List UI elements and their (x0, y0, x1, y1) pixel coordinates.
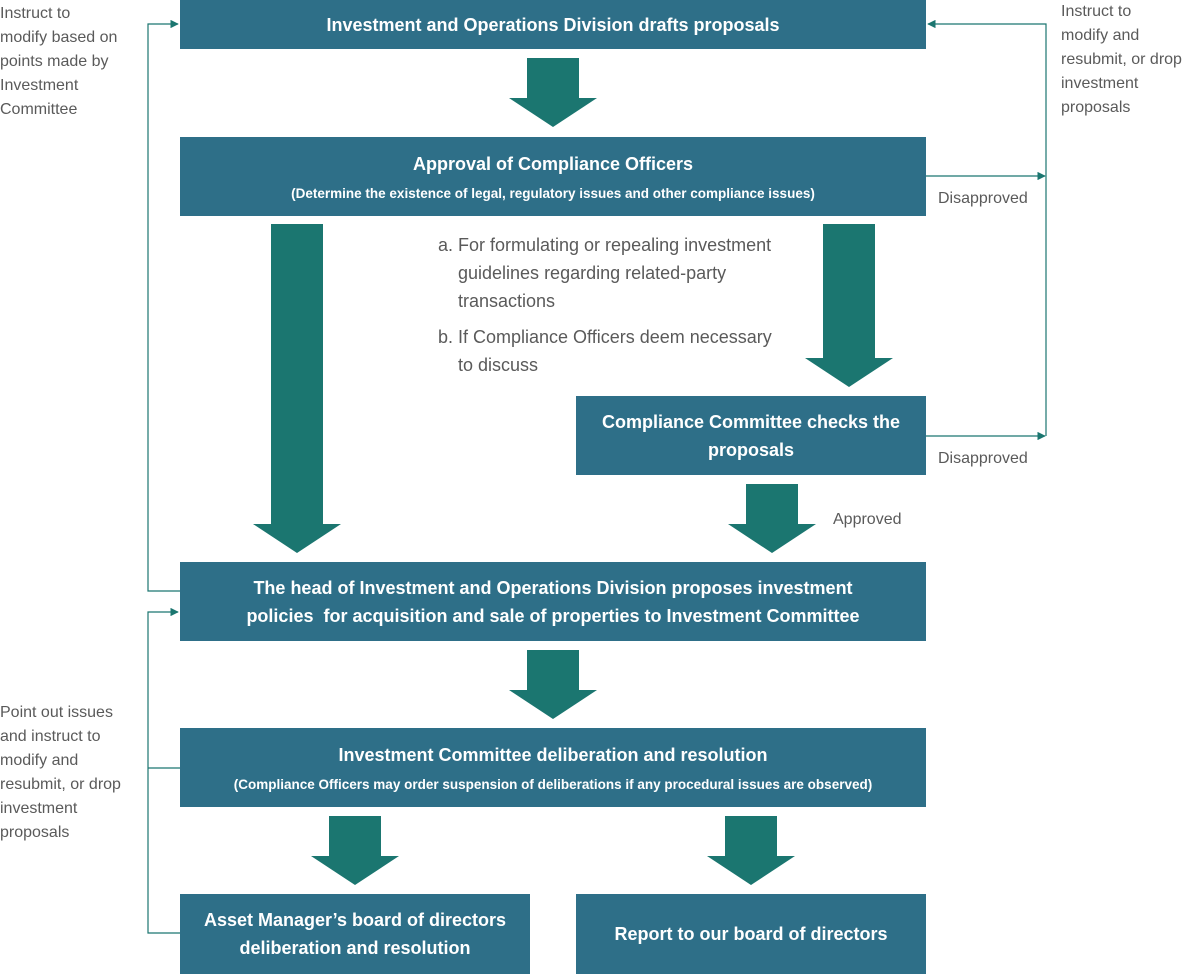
condition-text: For formulating or repealing investment … (458, 235, 772, 311)
note-right-top: Instruct to modify and resubmit, or drop… (1061, 3, 1182, 116)
investment-committee-box: Investment Committee deliberation and re… (180, 728, 926, 807)
down-arrow (311, 816, 399, 885)
drafts-title: Investment and Operations Division draft… (326, 14, 780, 35)
note-left-top: Instruct to modify based on points made … (0, 5, 118, 118)
report-board-box: Report to our board of directors (576, 894, 926, 974)
compliance-committee-title: Compliance Committee checks the proposal… (601, 411, 901, 460)
condition-key: b. (438, 327, 454, 347)
down-arrow (728, 484, 816, 553)
approved-label: Approved (833, 511, 902, 528)
disapproved-label: Disapproved (938, 450, 1028, 467)
condition-text: If Compliance Officers deem necessary to… (458, 327, 772, 375)
drafts-box: Investment and Operations Division draft… (180, 0, 926, 49)
condition-key: a. (438, 235, 454, 255)
compliance-committee-box: Compliance Committee checks the proposal… (576, 396, 926, 475)
investment-committee-subtitle: (Compliance Officers may order suspensio… (233, 776, 873, 792)
down-arrow (509, 58, 597, 127)
compliance-officers-subtitle: (Determine the existence of legal, regul… (291, 185, 815, 201)
down-arrow (805, 224, 893, 387)
head-proposes-box: The head of Investment and Operations Di… (180, 562, 926, 641)
disapproved-label: Disapproved (938, 190, 1028, 207)
condition-a: a. For formulating or repealing investme… (438, 231, 808, 315)
return-line-right (927, 19, 1047, 436)
down-arrow (707, 816, 795, 885)
report-board-title: Report to our board of directors (614, 924, 888, 944)
asset-manager-board-box: Asset Manager’s board of directors delib… (180, 894, 530, 974)
condition-b: b. If Compliance Officers deem necessary… (438, 323, 808, 379)
asset-manager-board-title: Asset Manager’s board of directors delib… (203, 910, 507, 958)
compliance-officers-title: Approval of Compliance Officers (412, 153, 694, 174)
head-proposes-title: The head of Investment and Operations Di… (246, 577, 860, 626)
down-arrow (509, 650, 597, 719)
down-arrow (253, 224, 341, 553)
feedback-line-left-top (147, 19, 180, 592)
feedback-line-left-bottom (147, 607, 180, 934)
conditions-list: a. For formulating or repealing investme… (438, 231, 808, 379)
compliance-officers-box: Approval of Compliance Officers (Determi… (180, 137, 926, 216)
investment-committee-title: Investment Committee deliberation and re… (338, 744, 768, 765)
note-left-bottom: Point out issues and instruct to modify … (0, 704, 121, 841)
